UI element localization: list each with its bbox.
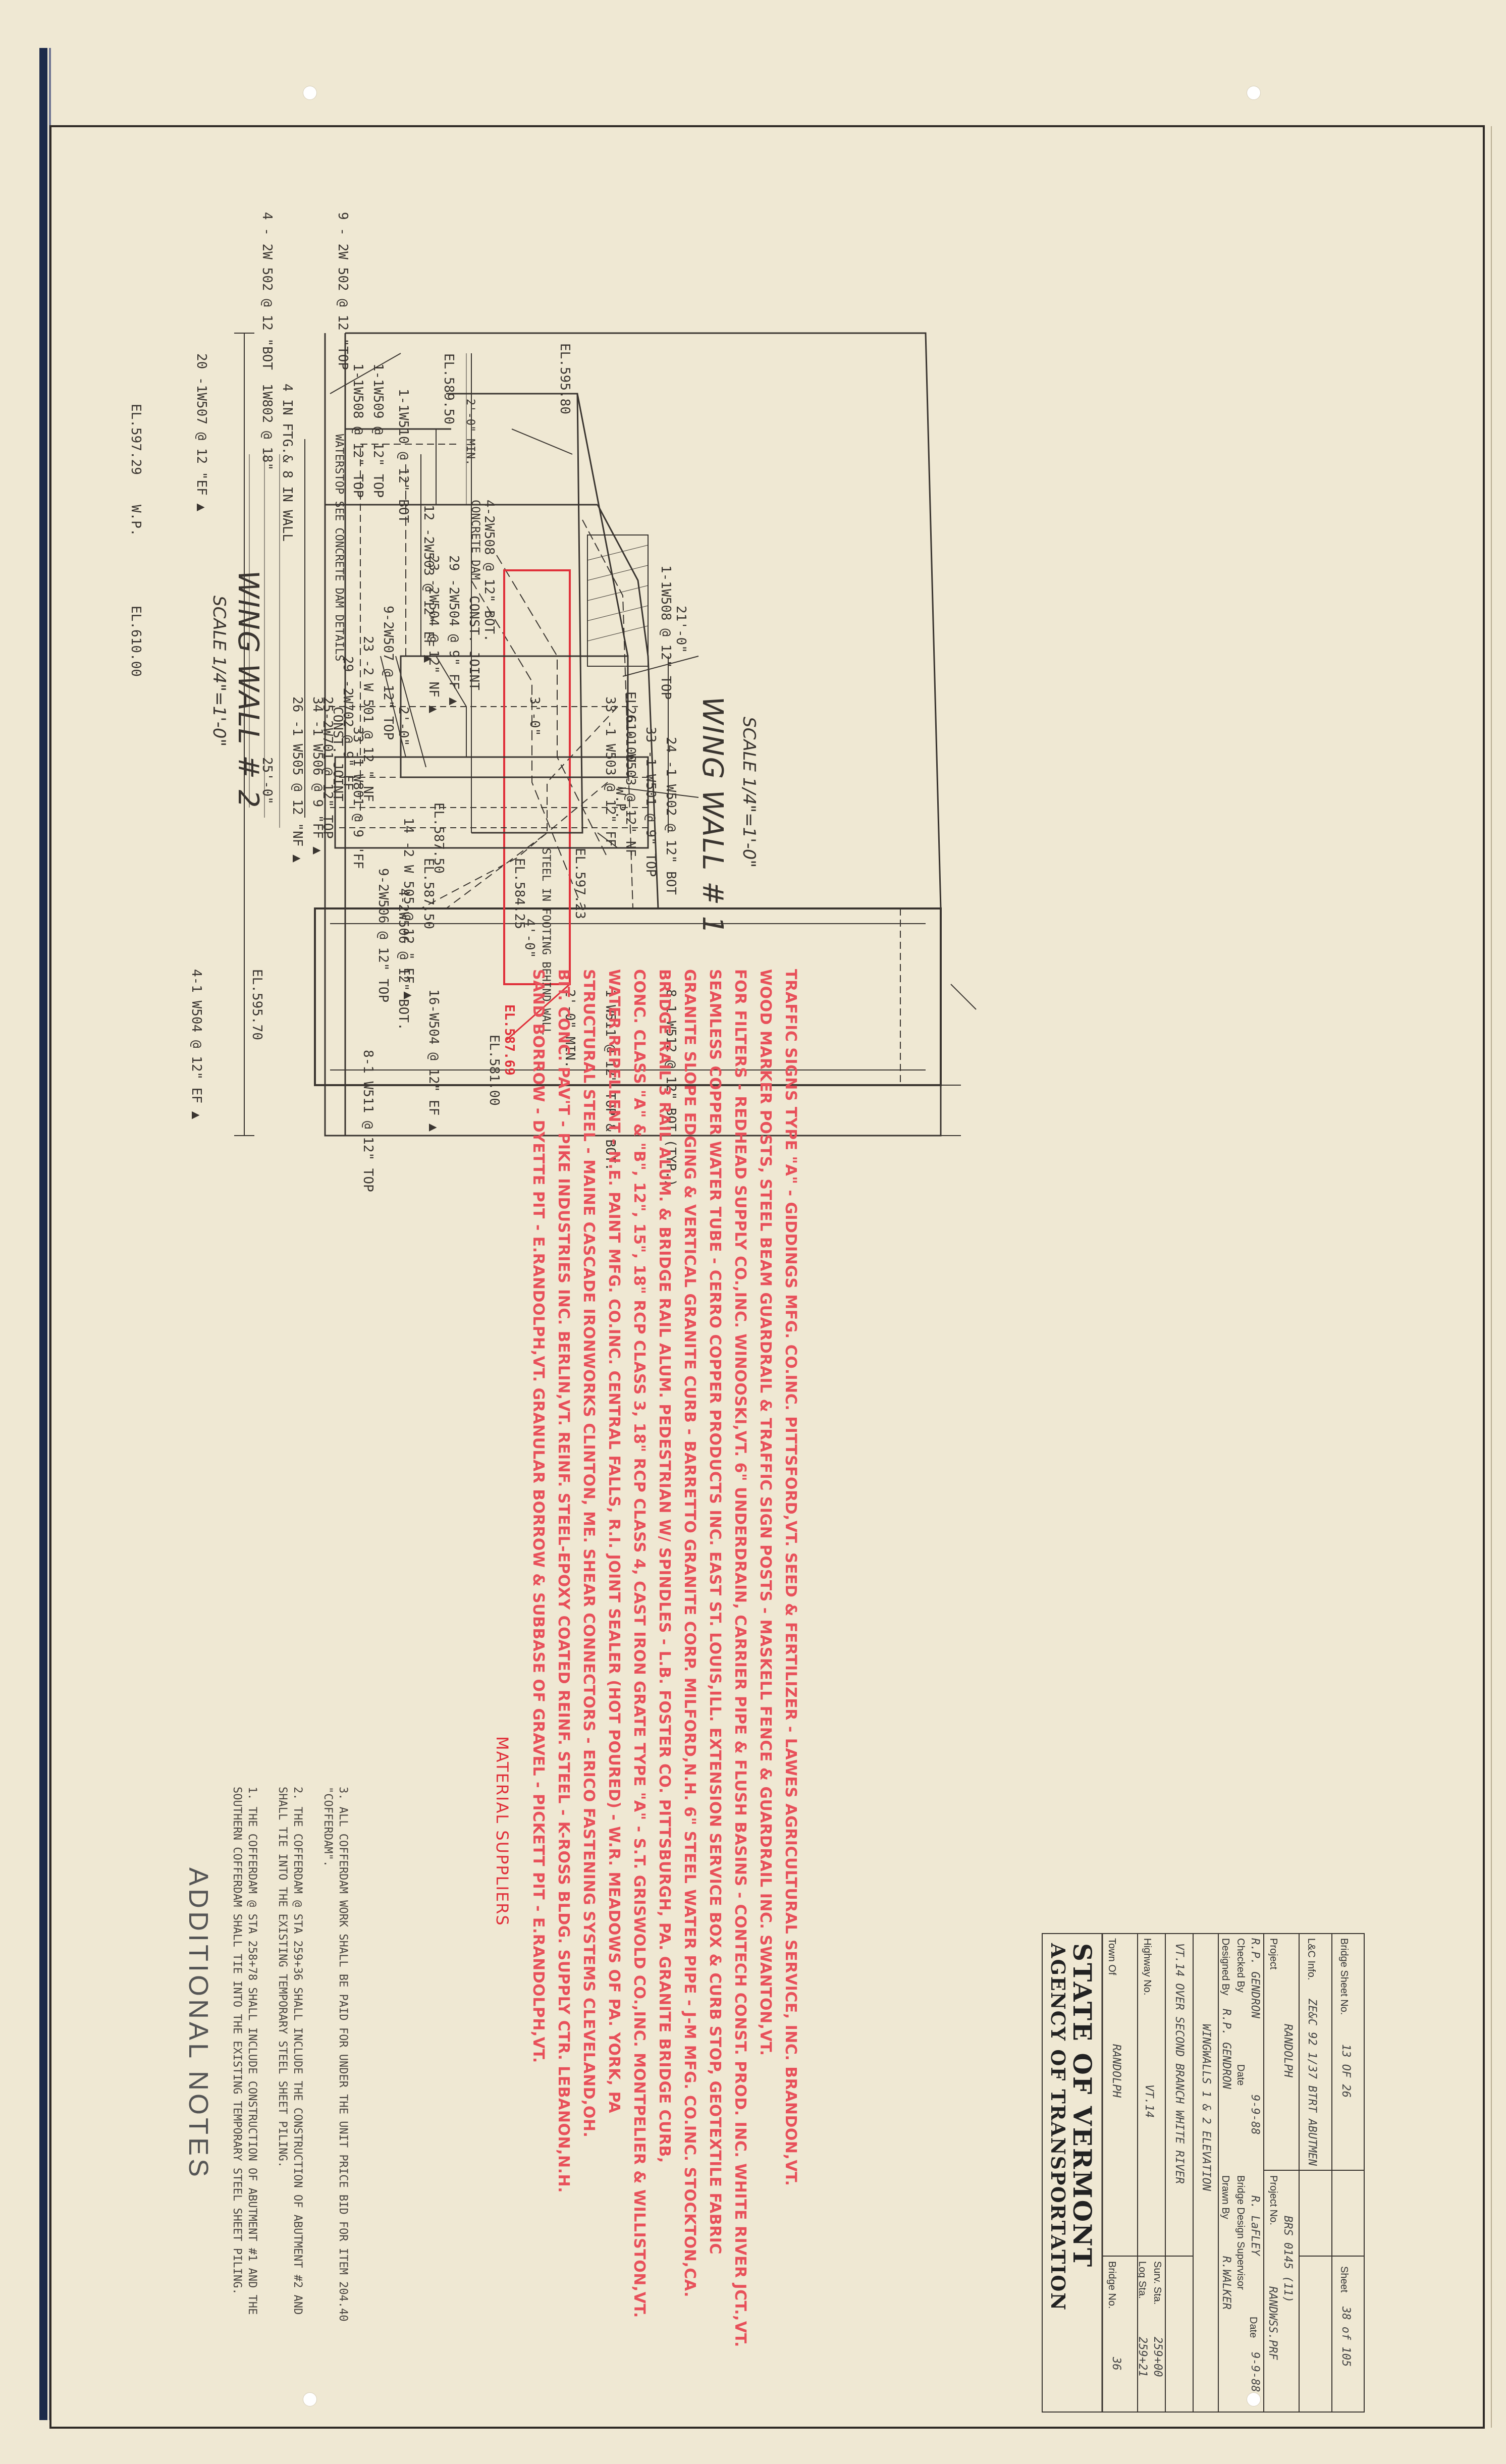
surv-sta-label: Surv. Sta.	[1152, 2261, 1163, 2305]
lgc-label: L&C Info.	[1306, 1938, 1317, 1980]
binding-strip	[39, 48, 47, 2420]
ww2-label: EL.587.50	[421, 858, 436, 929]
additional-notes-heading: ADDITIONAL NOTES	[183, 1867, 213, 2180]
ww2-label: 9-2W507 @ 12" TOP	[381, 606, 396, 740]
additional-note: 2. THE COFFERDAM @ STA 259+36 SHALL INCL…	[276, 1787, 304, 2315]
designed-label: Designed By	[1220, 1938, 1231, 1996]
ww2-label: CONST. JOINT	[466, 596, 481, 690]
supervisor-label: Bridge Design Supervisor	[1235, 2175, 1246, 2290]
date-label: Date	[1235, 2064, 1246, 2086]
location-value: VT.14 OVER SECOND BRANCH WHITE RIVER	[1173, 1943, 1186, 2184]
highway-label: Highway No.	[1142, 1938, 1153, 1996]
additional-note: 3. ALL COFFERDAM WORK SHALL BE PAID FOR …	[321, 1787, 349, 2322]
agency-state: STATE OF VERMONT	[1067, 1943, 1097, 2269]
town-value: RANDOLPH	[1110, 2044, 1122, 2098]
punch-hole	[303, 86, 317, 100]
material-supplier-line: BRIDGE RAIL 3 RAIL ALUM. & BRIDGE RAIL A…	[656, 969, 673, 2163]
ww2-label: 23 -2 W 501 @ 12 " NF	[360, 636, 375, 802]
punch-hole	[1247, 2392, 1261, 2406]
ww2-label: 4-2W506 @ 12" BOT.	[396, 888, 411, 1031]
ww2-label: 9 - 2W 502 @ 12 "TOP	[335, 212, 350, 370]
ww2-label: EL.597.23	[572, 848, 587, 919]
project-no-label: Project No.	[1268, 2175, 1279, 2225]
title-block: STATE OF VERMONT AGENCY OF TRANSPORTATIO…	[1042, 1933, 1365, 2413]
supervisor-date-label: Date	[1248, 2317, 1259, 2338]
material-supplier-line: WOOD MARKER POSTS, STEEL BEAM GUARDRAIL …	[757, 969, 774, 2056]
ww2-title: WING WALL # 2	[232, 570, 264, 809]
project-label: Project	[1268, 1938, 1279, 1970]
drawn-value: R.WALKER	[1220, 2256, 1232, 2310]
supervisor-date-value: 9-9-88	[1249, 2352, 1261, 2392]
drawn-label: Drawn By	[1220, 2175, 1231, 2219]
material-supplier-line: GRANITE SLOPE EDGING & VERTICAL GRANITE …	[681, 969, 698, 2297]
bridge-no-value: 36	[1110, 2357, 1122, 2371]
highway-value: VT.14	[1143, 2084, 1155, 2118]
title-block-grid	[1042, 1933, 1365, 2413]
agency-name: AGENCY OF TRANSPORTATION	[1047, 1943, 1069, 2312]
additional-note: 1. THE COFFERDAM @ STA 258+78 SHALL INCL…	[231, 1787, 258, 2315]
bridge-sheet-value: 13 OF 26	[1339, 2044, 1352, 2098]
designed-value: R.P. GENDRON	[1220, 2009, 1232, 2089]
punch-hole	[303, 2392, 317, 2406]
material-supplier-line: WATER REPELLENT - N.E. PAINT MFG. CO.INC…	[605, 969, 623, 2114]
ww2-label: 29 -2W504 @ 9" FF ▲	[446, 555, 461, 706]
ww2-label: 2'-0"	[396, 707, 411, 746]
supervisor-value: R. LaFLEY	[1249, 2195, 1261, 2256]
material-supplier-line: SAND BORROW - DYETTE PIT - E.RANDOLPH,VT…	[529, 969, 547, 2063]
material-suppliers-heading: MATERIAL SUPPLIERS	[493, 1736, 512, 1926]
ww2-label: 25-2W701 @ 12" TOP	[320, 697, 335, 839]
material-supplier-line: CONC. CLASS "A" & "B", 12", 15", 18" RCP…	[630, 969, 648, 2318]
ww2-label: EL.589.50	[441, 353, 456, 424]
material-supplier-line: STRUCTURAL STEEL - MAINE CASCADE IRONWOR…	[580, 969, 598, 2138]
ww2-label: 2'-0" MIN.	[464, 399, 476, 466]
bridge-no-label: Bridge No.	[1106, 2261, 1117, 2309]
file-value: RANDWSS.PRF	[1266, 2286, 1279, 2360]
ww2-label: 29 -2W702 @ 9" FF	[340, 656, 355, 791]
ww2-label: 4-2W508 @ 12" BOT.	[481, 500, 497, 642]
sheet-label: Sheet	[1338, 2266, 1350, 2293]
ww2-label: EL.610.00	[623, 691, 638, 763]
ww2-scale: SCALE 1/4"=1'-0"	[209, 596, 229, 747]
ww2-label: 23 -2W504 @ 12" NF ▲	[426, 555, 441, 714]
project-value: RANDOLPH	[1281, 2024, 1294, 2077]
bridge-sheet-label: Bridge Sheet No.	[1338, 1938, 1350, 2015]
project-no-value: BRS 0145 (11)	[1281, 2216, 1294, 2303]
lgc-value: ZE&C 92 1/37 BTRT ABUTMEN	[1306, 1999, 1318, 2166]
checked-date-value: 9-9-88	[1249, 2095, 1261, 2135]
punch-hole	[1247, 86, 1261, 100]
ww2-label: EL.595.80	[557, 343, 572, 414]
town-label: Town Of	[1106, 1938, 1117, 1975]
log-sta-value: 259+21	[1136, 2337, 1149, 2377]
ww2-label: W.P.	[613, 787, 628, 819]
ww2-label: 4 - 2W 502 @ 12 "BOT	[259, 212, 275, 370]
material-supplier-line: FOR FILTERS - REDHEAD SUPPLY CO.,INC. WI…	[731, 969, 749, 2347]
log-sta-label: Log Sta.	[1137, 2261, 1148, 2299]
material-supplier-line: SEAMLESS COPPER WATER TUBE - CERRO COPPE…	[706, 969, 724, 2255]
material-supplier-line: BIT. CONC. PAV'T - PIKE INDUSTRIES INC. …	[555, 969, 572, 2193]
ww2-label: 21'-0"	[673, 606, 688, 653]
sheet-title-value: WINGWALLS 1 & 2 ELEVATION	[1200, 2024, 1212, 2191]
material-supplier-line: TRAFFIC SIGNS TYPE "A" - GIDDINGS MFG. C…	[782, 969, 799, 2186]
checked-value: R.P. GENDRON	[1249, 1938, 1261, 2018]
checked-label: Checked By	[1235, 1938, 1246, 1993]
sheet-value: 38 of 105	[1339, 2307, 1352, 2367]
ww2-label: 9-2W506 @ 12" TOP	[375, 868, 391, 1003]
surv-sta-value: 259+00	[1151, 2337, 1164, 2377]
